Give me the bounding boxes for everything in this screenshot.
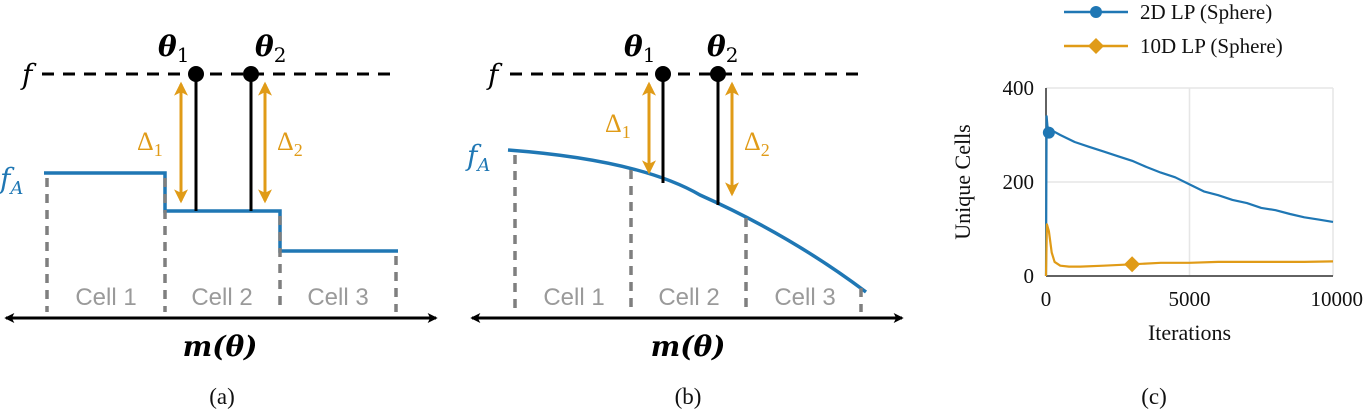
- y-tick-label: 200: [1003, 170, 1035, 194]
- theta1-label: θ1: [158, 30, 189, 67]
- fA-step-curve: [44, 171, 398, 253]
- series-marker: [1124, 256, 1141, 273]
- fA-smooth-curve: [507, 148, 868, 294]
- cell-3-label: Cell 3: [774, 284, 835, 311]
- series-marker: [1042, 126, 1055, 139]
- caption-a: (a): [209, 384, 235, 409]
- legend-label: 10D LP (Sphere): [1140, 34, 1283, 58]
- f-label: f: [486, 58, 503, 91]
- y-axis-label: Unique Cells: [950, 124, 975, 240]
- theta2-dot: [243, 66, 259, 82]
- theta2-label: θ2: [707, 30, 738, 67]
- x-tick-label: 0: [1041, 287, 1052, 311]
- y-tick-label: 0: [1024, 264, 1035, 288]
- series: [1042, 115, 1334, 277]
- panel-a: f fA Cell 1 Cell 2 Cell 3 θ1 θ2 Δ1 Δ2 m(…: [0, 30, 438, 409]
- legend-marker: [1088, 38, 1104, 54]
- theta1-dot: [188, 66, 204, 82]
- theta2-dot: [710, 66, 726, 82]
- x-axis-label: Iterations: [1148, 320, 1231, 345]
- grid: [1045, 87, 1334, 277]
- delta1-label: Δ1: [137, 127, 163, 160]
- legend: 2D LP (Sphere) 10D LP (Sphere): [1064, 0, 1283, 58]
- delta1-label: Δ1: [605, 109, 631, 142]
- legend-marker: [1090, 6, 1102, 18]
- cell-1-label: Cell 1: [543, 284, 604, 311]
- caption-b: (b): [675, 384, 702, 409]
- f-label: f: [20, 58, 37, 91]
- theta1-dot: [655, 66, 671, 82]
- delta2-label: Δ2: [744, 127, 770, 160]
- m-theta-label: m(θ): [183, 330, 258, 363]
- cell-1-label: Cell 1: [75, 284, 136, 311]
- fA-label: fA: [0, 162, 23, 199]
- fA-label: fA: [465, 139, 490, 176]
- y-tick-label: 400: [1003, 76, 1035, 100]
- caption-c: (c): [1141, 384, 1167, 409]
- cell-2-label: Cell 2: [658, 284, 719, 311]
- theta1-label: θ1: [624, 30, 655, 67]
- x-tick-label: 5000: [1169, 287, 1211, 311]
- x-tick-label: 10000: [1311, 287, 1364, 311]
- legend-label: 2D LP (Sphere): [1140, 0, 1272, 24]
- cell-2-label: Cell 2: [191, 284, 252, 311]
- delta2-label: Δ2: [277, 127, 303, 160]
- theta2-label: θ2: [255, 30, 286, 67]
- m-theta-label: m(θ): [651, 330, 726, 363]
- panel-b: f fA Cell 1 Cell 2 Cell 3 θ1 θ2 Δ1 Δ2 m(…: [465, 30, 904, 409]
- series-line: [1044, 223, 1334, 277]
- cell-3-label: Cell 3: [307, 284, 368, 311]
